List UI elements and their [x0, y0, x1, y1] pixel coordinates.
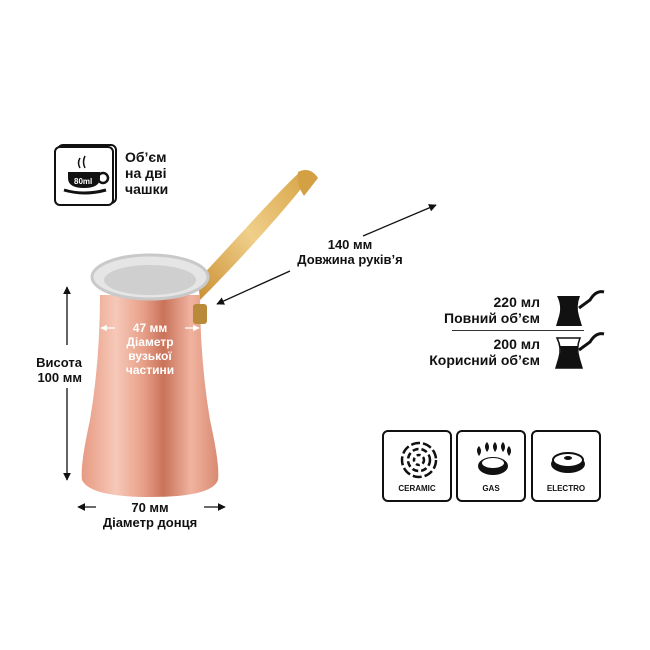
- volume-value: 220 мл: [493, 294, 541, 310]
- full-cezve-icon: [556, 290, 605, 326]
- useful-cezve-icon: [554, 332, 605, 369]
- handle-value: 140 мм: [327, 237, 373, 252]
- capacity-line: на дві: [125, 165, 167, 181]
- volume-label: Корисний об’єм: [429, 352, 540, 368]
- volume-value: 200 мл: [493, 336, 541, 352]
- pot-body: [81, 295, 219, 497]
- bottom-dimension: 70 мм Діаметр донця: [80, 500, 220, 530]
- capacity-badge: 80ml: [54, 144, 120, 206]
- capacity-line: чашки: [125, 181, 169, 197]
- compat-gas: GAS: [456, 430, 526, 502]
- compat-label: GAS: [482, 484, 500, 493]
- gas-burner-icon: [477, 442, 511, 475]
- neck-value: 47 мм: [132, 321, 168, 335]
- useful-volume: 200 мл Корисний об’єм: [400, 336, 540, 368]
- bottom-label: Діаметр донця: [102, 515, 198, 530]
- volume-label: Повний об’єм: [444, 310, 540, 326]
- handle-dimension: 140 мм Довжина руків’я: [280, 237, 420, 267]
- neck-label: вузької: [128, 349, 172, 363]
- neck-dimension: 47 мм Діаметр вузької частини: [110, 321, 190, 377]
- capacity-text: Об’єм на дві чашки: [125, 149, 168, 197]
- cezve-volume-icons: [554, 290, 605, 369]
- handle-label: Довжина руків’я: [297, 252, 403, 267]
- height-value: 100 мм: [37, 370, 82, 385]
- handle: [198, 172, 305, 300]
- cup-icon: [54, 144, 117, 206]
- cup-label: 80ml: [74, 177, 93, 186]
- compat-label: ELECTRO: [546, 484, 586, 493]
- volume-divider: [452, 330, 584, 331]
- neck-label: частини: [125, 363, 175, 377]
- compat-electro: ELECTRO: [531, 430, 601, 502]
- compat-ceramic: CERAMIC: [382, 430, 452, 502]
- height-label: Висота: [36, 355, 82, 370]
- bottom-value: 70 мм: [131, 500, 169, 515]
- height-dimension: Висота 100 мм: [20, 355, 82, 385]
- electric-hob-icon: [551, 452, 585, 473]
- ceramic-hob-icon: [400, 441, 438, 479]
- full-volume: 220 мл Повний об’єм: [400, 294, 540, 326]
- neck-label: Діаметр: [126, 335, 174, 349]
- compat-label: CERAMIC: [398, 484, 436, 493]
- capacity-line: Об’єм: [125, 149, 167, 165]
